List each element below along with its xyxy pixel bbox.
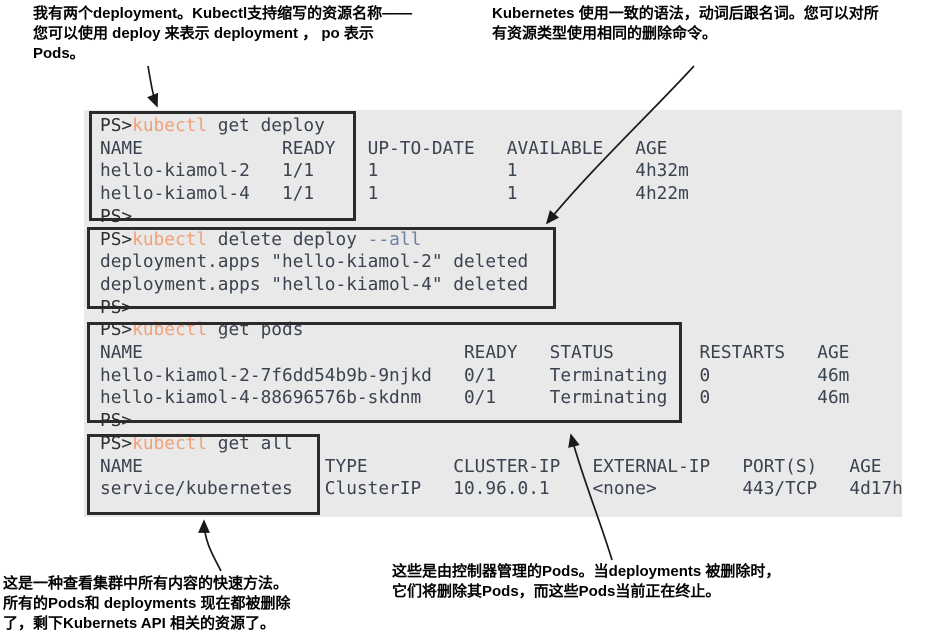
terminal-segment-accent: kubectl bbox=[132, 115, 208, 136]
terminal-segment-accent: kubectl bbox=[132, 319, 208, 341]
terminal-line: deployment.apps "hello-kiamol-2" deleted bbox=[100, 251, 902, 274]
terminal-segment-text: get all bbox=[207, 432, 293, 454]
terminal-segment-text: deployment.apps "hello-kiamol-2" deleted bbox=[100, 251, 529, 273]
terminal-segment-text: service/kubernetes ClusterIP 10.96.0.1 <… bbox=[100, 478, 903, 500]
terminal-segment-text: get deploy bbox=[207, 115, 325, 136]
terminal-line: PS>kubectl get all bbox=[100, 433, 902, 456]
terminal-segment-accent: kubectl bbox=[132, 228, 208, 250]
terminal-line: service/kubernetes ClusterIP 10.96.0.1 <… bbox=[100, 478, 903, 501]
terminal-segment-text: NAME READY UP-TO-DATE AVAILABLE AGE bbox=[100, 137, 668, 159]
terminal-line: PS> bbox=[100, 297, 902, 320]
terminal-segment-text: hello-kiamol-4-88696576b-skdnm 0/1 Termi… bbox=[100, 387, 850, 409]
terminal-line: NAME READY UP-TO-DATE AVAILABLE AGE bbox=[100, 138, 902, 161]
terminal-line: hello-kiamol-4-88696576b-skdnm 0/1 Termi… bbox=[100, 387, 902, 410]
terminal-line: hello-kiamol-4 1/1 1 1 4h22m bbox=[100, 183, 902, 206]
terminal-segment-prompt: PS> bbox=[100, 319, 133, 341]
terminal-segment-prompt: PS> bbox=[100, 432, 133, 454]
terminal-segment-text: deployment.apps "hello-kiamol-4" deleted bbox=[100, 273, 529, 295]
terminal-segment-flag: --all bbox=[367, 228, 422, 250]
terminal-segment-prompt: PS> bbox=[100, 205, 133, 227]
terminal-segment-prompt: PS> bbox=[100, 115, 133, 136]
terminal-segment-prompt: PS> bbox=[100, 296, 133, 318]
terminal-segment-prompt: PS> bbox=[100, 410, 133, 432]
terminal-segment-text: NAME TYPE CLUSTER-IP EXTERNAL-IP PORT(S)… bbox=[100, 455, 882, 477]
terminal-segment-text: hello-kiamol-4 1/1 1 1 4h22m bbox=[100, 183, 689, 205]
terminal-segment-prompt: PS> bbox=[100, 228, 133, 250]
terminal-line: hello-kiamol-2-7f6dd54b9b-9njkd 0/1 Term… bbox=[100, 365, 902, 388]
terminal-segment-text: NAME READY STATUS RESTARTS AGE bbox=[100, 342, 850, 364]
annotation-top-left: 我有两个deployment。Kubectl支持缩写的资源名称—— 您可以使用 … bbox=[33, 5, 413, 62]
terminal-line: PS>kubectl get deploy bbox=[100, 115, 902, 138]
annotation-top-right: Kubernetes 使用一致的语法，动词后跟名词。您可以对所 有资源类型使用相… bbox=[492, 5, 879, 42]
terminal-segment-accent: kubectl bbox=[132, 432, 208, 454]
annotation-bottom-middle: 这些是由控制器管理的Pods。当deployments 被删除时， 它们将删除其… bbox=[392, 563, 781, 600]
terminal-segment-text: delete deploy bbox=[207, 228, 368, 250]
terminal-line: PS> bbox=[100, 410, 902, 433]
terminal-line: PS>kubectl get pods bbox=[100, 319, 902, 342]
annotation-bottom-left: 这是一种查看集群中所有内容的快速方法。 所有的Pods和 deployments… bbox=[3, 575, 291, 632]
arrow-bottom-left-to-get-all bbox=[198, 519, 222, 572]
terminal-line: NAME TYPE CLUSTER-IP EXTERNAL-IP PORT(S)… bbox=[100, 456, 902, 479]
terminal-segment-text: get pods bbox=[207, 319, 304, 341]
terminal-line: NAME READY STATUS RESTARTS AGE bbox=[100, 342, 902, 365]
arrow-top-left-to-get-deploy bbox=[147, 65, 159, 108]
terminal-line: PS>kubectl delete deploy --all bbox=[100, 229, 902, 252]
terminal-segment-text: hello-kiamol-2 1/1 1 1 4h32m bbox=[100, 160, 689, 182]
terminal-line: PS> bbox=[100, 206, 902, 229]
terminal-line: deployment.apps "hello-kiamol-4" deleted bbox=[100, 274, 902, 297]
terminal-line: hello-kiamol-2 1/1 1 1 4h32m bbox=[100, 160, 902, 183]
terminal-segment-text: hello-kiamol-2-7f6dd54b9b-9njkd 0/1 Term… bbox=[100, 364, 850, 386]
